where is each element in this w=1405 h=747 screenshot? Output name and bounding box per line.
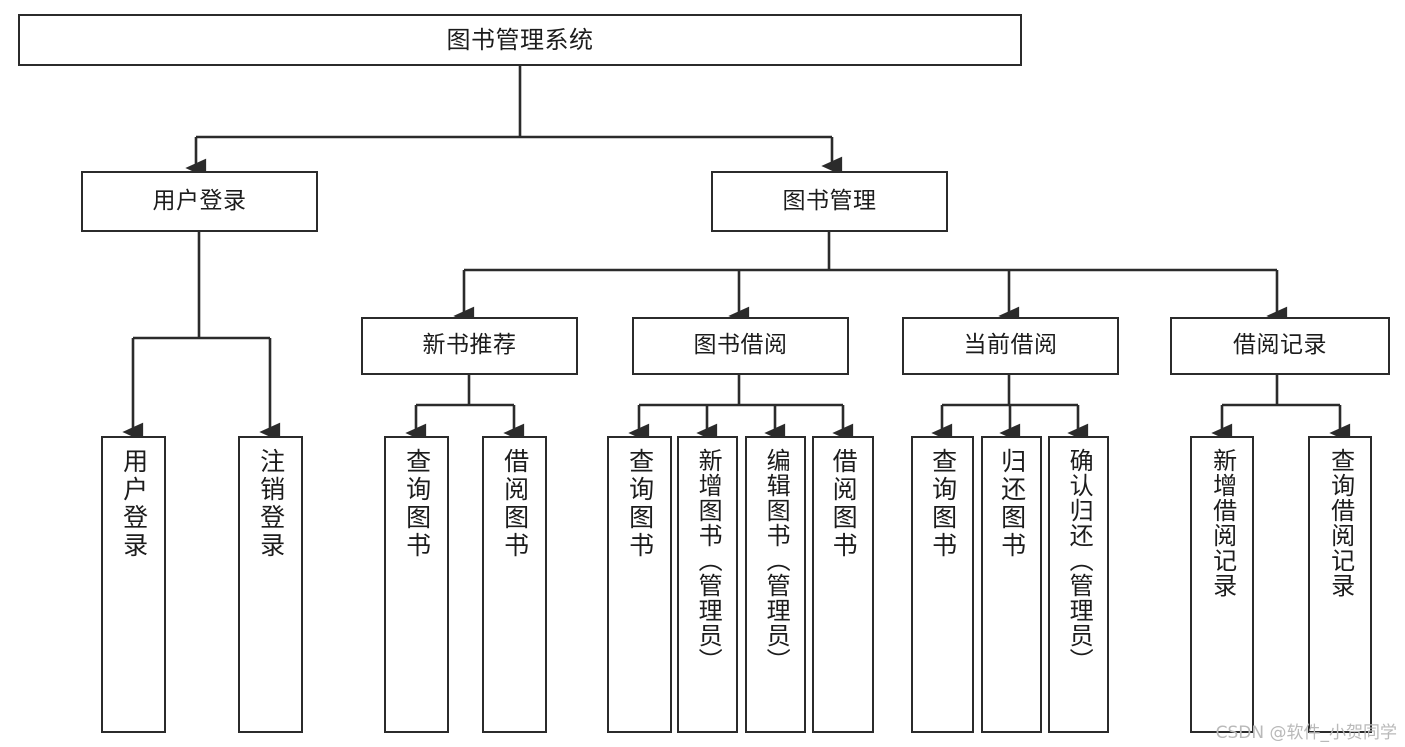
leaf-node-logout[interactable]: 注销登录 (238, 436, 303, 733)
node-label: 新书推荐 (422, 332, 517, 359)
node-label: 注销登录 (256, 448, 286, 560)
node-label: 借阅记录 (1233, 332, 1327, 359)
node-root-book-management-system[interactable]: 图书管理系统 (18, 14, 1022, 66)
node-new-book-recommend[interactable]: 新书推荐 (361, 317, 578, 375)
node-label: 图书借阅 (693, 332, 788, 359)
leaf-node-query-book-borrow[interactable]: 查询图书 (607, 436, 672, 733)
leaf-node-query-book-current[interactable]: 查询图书 (911, 436, 974, 733)
leaf-node-return-book[interactable]: 归还图书 (981, 436, 1042, 733)
leaf-node-add-book-admin[interactable]: 新增图书（管理员） (677, 436, 738, 733)
node-label: 确认归还（管理员） (1065, 448, 1094, 673)
leaf-node-query-borrow-record[interactable]: 查询借阅记录 (1308, 436, 1372, 733)
node-label: 查询图书 (402, 448, 432, 560)
leaf-node-query-book-recommend[interactable]: 查询图书 (384, 436, 449, 733)
node-label: 当前借阅 (963, 332, 1058, 359)
leaf-node-borrow-book-recommend[interactable]: 借阅图书 (482, 436, 547, 733)
node-label: 新增借阅记录 (1208, 448, 1237, 598)
node-label: 新增图书（管理员） (694, 448, 723, 673)
node-label: 图书管理 (782, 187, 877, 214)
leaf-node-user-login[interactable]: 用户登录 (101, 436, 166, 733)
leaf-node-borrow-book[interactable]: 借阅图书 (812, 436, 874, 733)
node-label: 借阅图书 (500, 448, 530, 560)
node-book-management[interactable]: 图书管理 (711, 171, 948, 232)
node-borrow-record[interactable]: 借阅记录 (1170, 317, 1390, 375)
node-label: 编辑图书（管理员） (762, 448, 791, 673)
leaf-node-edit-book-admin[interactable]: 编辑图书（管理员） (745, 436, 806, 733)
node-label: 查询图书 (625, 448, 655, 560)
leaf-node-add-borrow-record[interactable]: 新增借阅记录 (1190, 436, 1254, 733)
node-label: 用户登录 (152, 187, 247, 214)
node-label: 归还图书 (997, 448, 1027, 560)
node-user-login[interactable]: 用户登录 (81, 171, 318, 232)
node-book-borrow[interactable]: 图书借阅 (632, 317, 849, 375)
node-label: 查询图书 (928, 448, 958, 560)
node-label: 用户登录 (119, 448, 149, 560)
node-label: 借阅图书 (829, 448, 859, 560)
leaf-node-confirm-return-admin[interactable]: 确认归还（管理员） (1048, 436, 1109, 733)
node-current-borrow[interactable]: 当前借阅 (902, 317, 1119, 375)
node-label: 图书管理系统 (446, 25, 594, 54)
node-label: 查询借阅记录 (1326, 448, 1355, 598)
csdn-watermark: CSDN @软件_小贺同学 (1215, 723, 1397, 743)
